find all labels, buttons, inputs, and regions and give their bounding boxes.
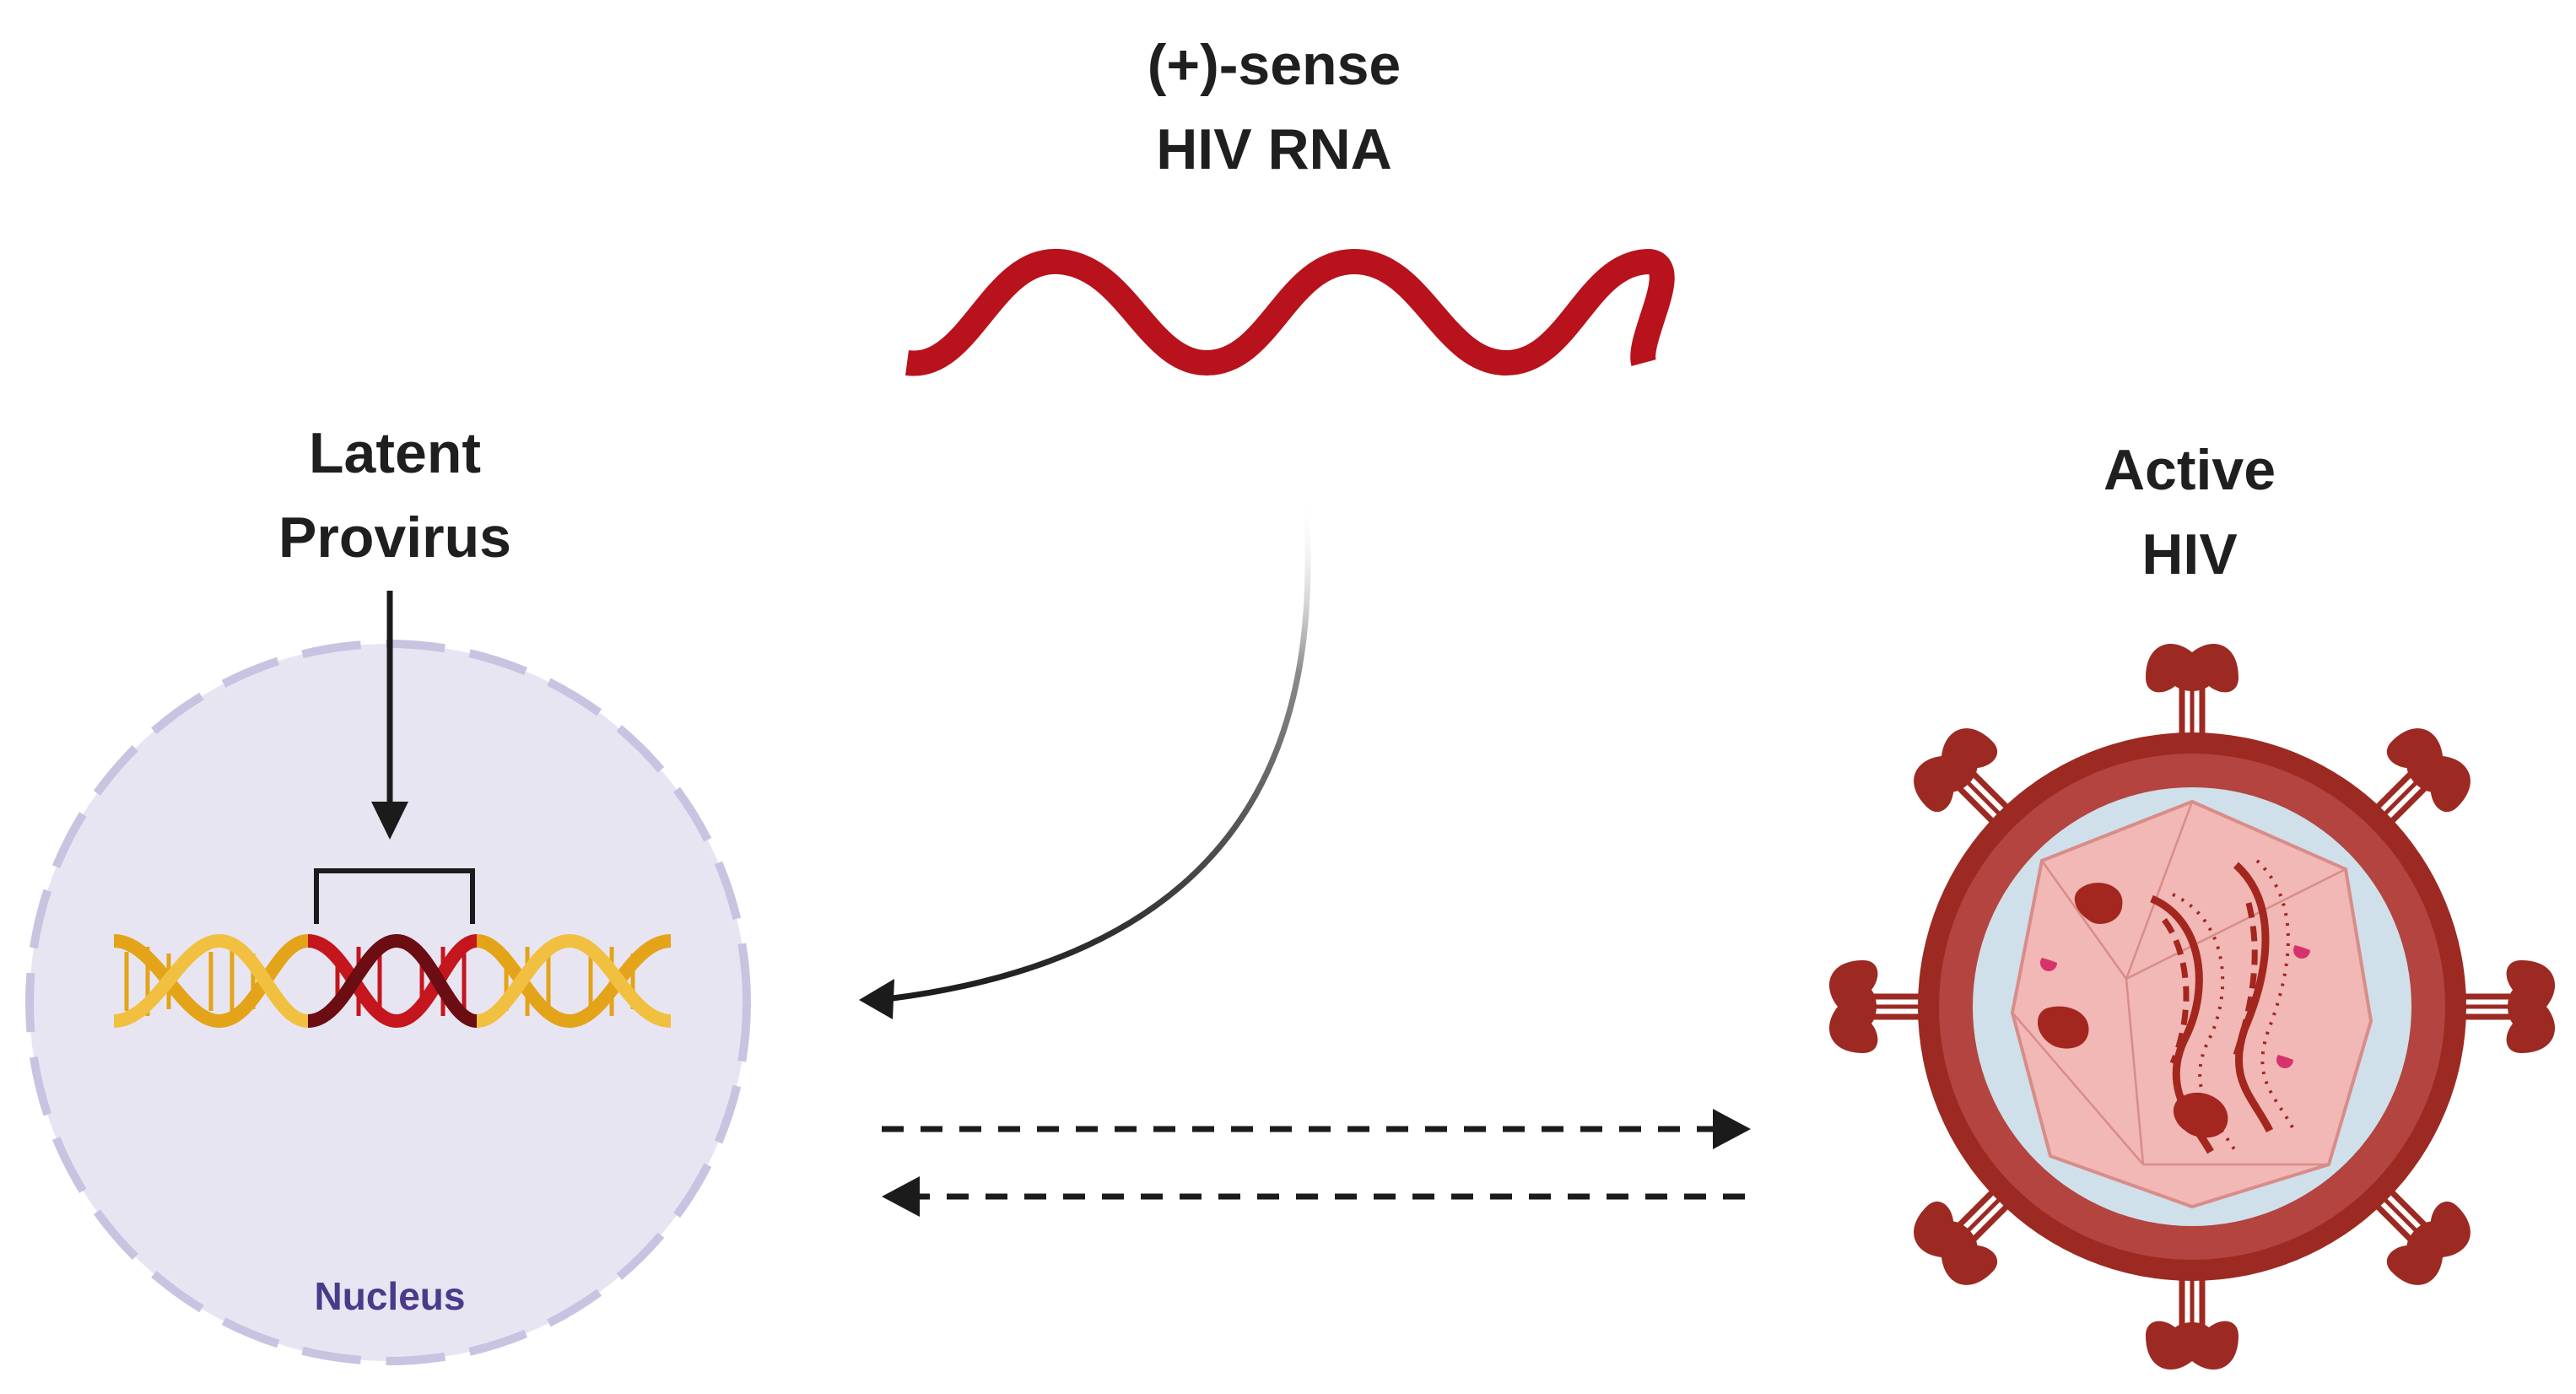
matrix-bead [2181,759,2203,781]
provirus-bracket [314,868,475,924]
matrix-bead [2053,797,2076,819]
matrix-bead [2214,761,2237,784]
nucleus-label: Nucleus [315,1274,466,1318]
matrix-bead [2026,1174,2049,1197]
matrix-bead [2002,840,2025,863]
dna-helix [113,933,672,1029]
matrix-bead [2336,1174,2358,1197]
rna-to-provirus-arrow [859,497,1311,1019]
envelope-spike [2146,1268,2238,1370]
matrix-bead [2395,897,2418,920]
matrix-bead [1966,1094,1989,1116]
matrix-bead [1982,1123,2005,1146]
matrix-bead [2379,867,2402,890]
matrix-bead [2082,1210,2105,1233]
envelope-spikes [1829,644,2555,1370]
matrix-bead [2279,1210,2302,1233]
matrix-bead [2053,1194,2076,1217]
matrix-bead [2379,1123,2402,1146]
matrix-bead [1954,929,1977,952]
matrix-bead [2417,996,2439,1018]
matrix-bead [2415,962,2438,985]
matrix-bead [2359,840,2382,863]
matrix-bead [2214,1229,2237,1252]
latency-arrow [882,1176,1745,1217]
rna-title-line1: (+)-sense [1148,33,1401,97]
latent-title-line1: Latent [309,421,481,485]
matrix-beads [1945,759,2439,1254]
matrix-bead [1945,996,1967,1018]
hiv-virion [1829,644,2555,1370]
matrix-bead [2407,1062,2430,1084]
active-title-line1: Active [2103,438,2276,502]
matrix-bead [1947,1029,1969,1051]
matrix-bead [1966,897,1989,920]
envelope-spike [2454,960,2555,1053]
matrix-bead [2147,1229,2170,1252]
envelope-spike [2146,644,2238,745]
capsid [2010,799,2373,1209]
matrix-bead [2181,1232,2203,1254]
envelope-spike [1829,960,1931,1053]
hiv-rna-strand [905,248,1675,376]
matrix-bead [2247,769,2270,792]
active-title-line2: HIV [2141,522,2237,586]
matrix-bead [1954,1062,1977,1084]
matrix-bead [2407,929,2430,952]
latent-pointer-arrow [371,591,408,840]
matrix-bead [2309,797,2331,819]
matrix-bead [2279,781,2302,803]
rna-title-line2: HIV RNA [1156,117,1392,181]
matrix-bead [2415,1029,2438,1051]
matrix-bead [2147,761,2170,784]
matrix-bead [2359,1150,2382,1173]
matrix-bead [1947,962,1969,985]
matrix-bead [2002,1150,2025,1173]
matrix-bead [2114,1222,2137,1245]
activation-arrow [882,1109,1751,1149]
matrix-bead [1982,867,2005,890]
matrix-bead [2395,1094,2418,1116]
matrix-bead [2026,817,2049,840]
matrix-bead [2247,1222,2270,1245]
matrix-bead [2082,781,2105,803]
matrix-bead [2309,1194,2331,1217]
latent-title-line2: Provirus [278,505,511,570]
matrix-bead [2336,817,2358,840]
matrix-bead [2114,769,2137,792]
viral-enzymes [2037,883,2228,1138]
